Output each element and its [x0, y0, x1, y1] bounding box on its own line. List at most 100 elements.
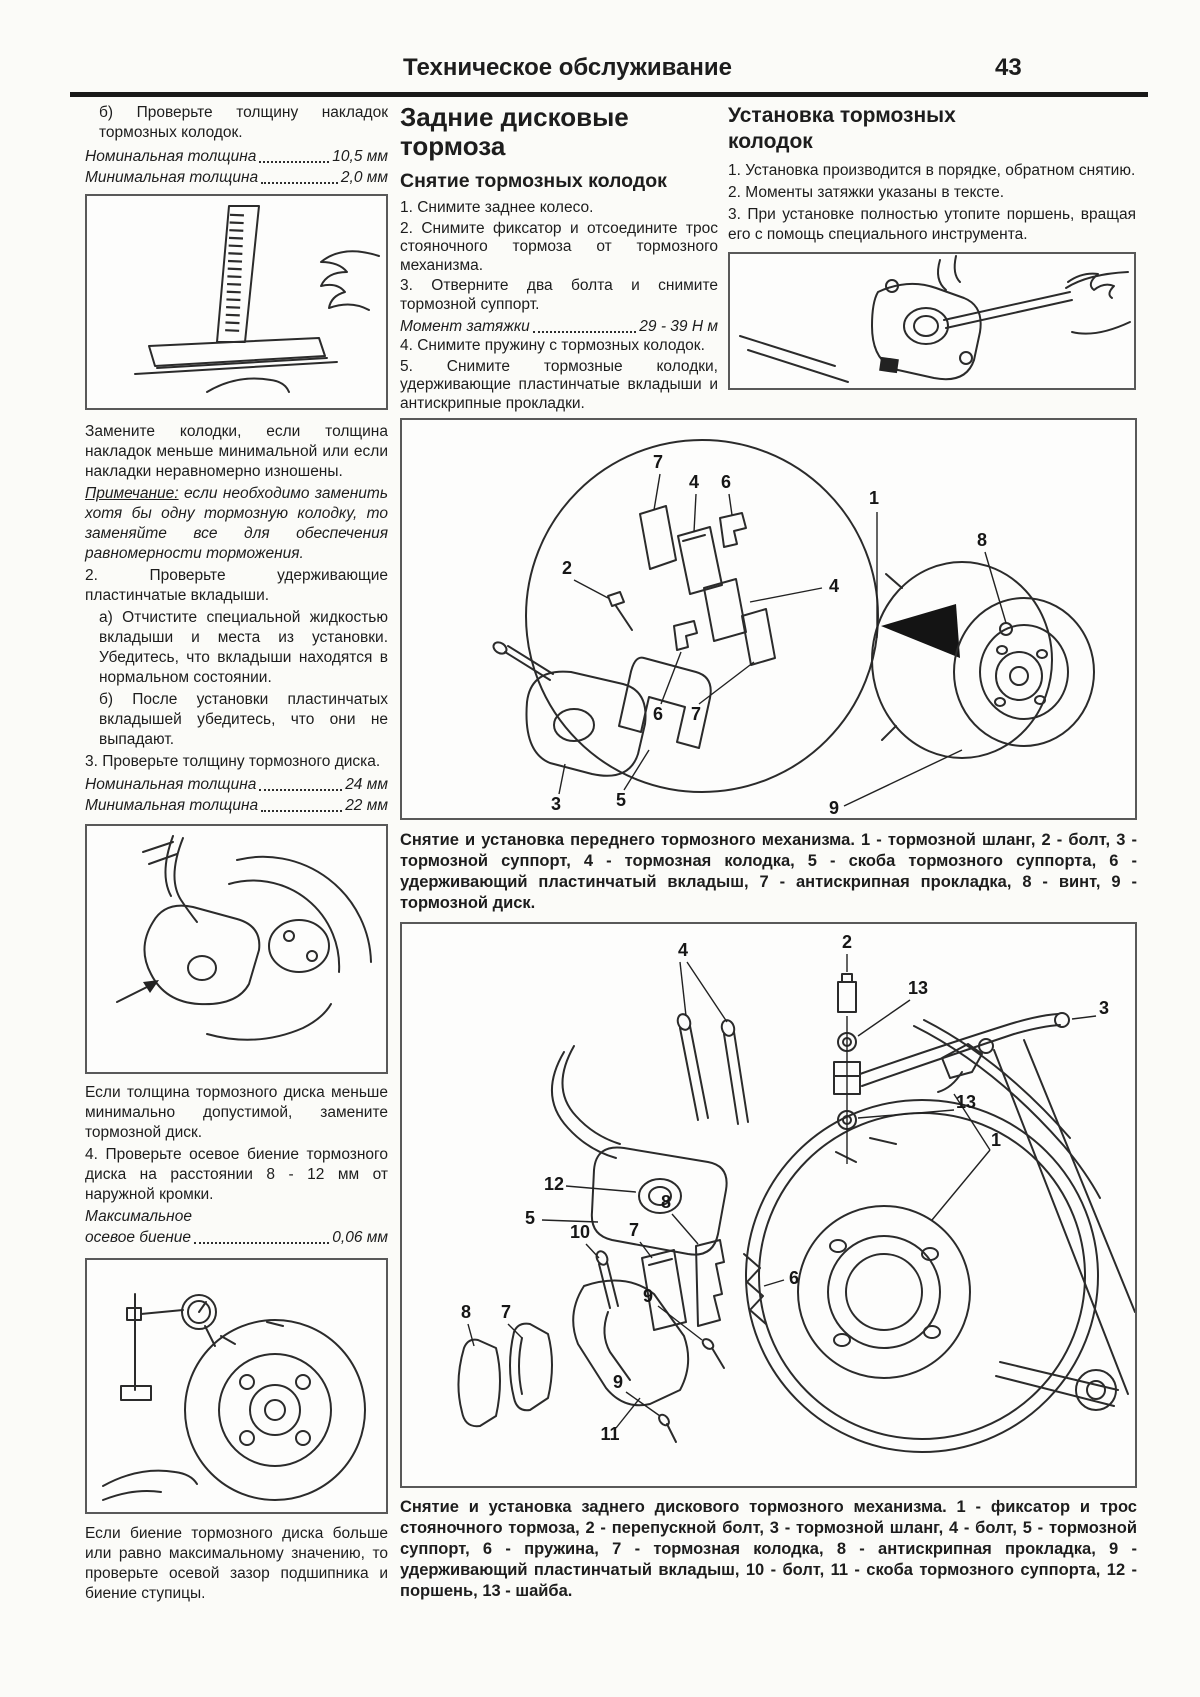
- part-label: 9: [643, 1286, 653, 1306]
- dot-leader: [259, 789, 343, 791]
- paragraph: Если биение тормозного диска больше или …: [85, 1525, 388, 1602]
- paragraph: Если толщина тормозного диска меньше мин…: [85, 1084, 388, 1141]
- spec-label: осевое биение: [85, 1229, 192, 1246]
- right-column: Установка тормозных колодок 1. Установка…: [728, 103, 1136, 390]
- part-label: 7: [691, 704, 701, 724]
- figure-pad-thickness: [85, 194, 388, 410]
- pad-thickness-illustration: [134, 205, 380, 393]
- part-label: 4: [678, 940, 688, 960]
- spec-list: Номинальная толщина 24 мм Минимальная то…: [85, 774, 388, 816]
- page-number: 43: [995, 54, 1022, 81]
- header-rule: [70, 92, 1148, 97]
- figures-section: 7 4 6 2 4 6 7 3 5 1 8 9 Снятие и установ…: [400, 418, 1137, 1602]
- spec-label: Номинальная толщина: [85, 776, 257, 793]
- part-label: 2: [562, 558, 572, 578]
- part-label: 7: [653, 452, 663, 472]
- paragraph: Замените колодки, если толщина накладок …: [85, 423, 388, 480]
- figure-caption: Снятие и установка заднего дискового тор…: [400, 1498, 1137, 1600]
- paragraph: 4. Проверьте осевое биение тормозного ди…: [85, 1146, 388, 1203]
- part-label: 6: [789, 1268, 799, 1288]
- part-label: 4: [689, 472, 699, 492]
- middle-column: Задние дисковые тормоза Снятие тормозных…: [400, 103, 718, 415]
- spec-row: Номинальная толщина 10,5 мм: [85, 146, 388, 167]
- spec-row: Минимальная толщина 2,0 мм: [85, 167, 388, 188]
- dot-leader: [261, 182, 338, 184]
- part-label: 8: [661, 1192, 671, 1212]
- figure-disc-runout: [85, 1258, 388, 1514]
- part-label: 9: [613, 1372, 623, 1392]
- subsection-title: Установка тормозных колодок: [728, 104, 956, 153]
- part-label: 6: [721, 472, 731, 492]
- note-label: Примечание:: [85, 485, 179, 502]
- figure-caliper-hose: [85, 824, 388, 1074]
- part-label: 5: [525, 1208, 535, 1228]
- paragraph: 1. Установка производится в порядке, обр…: [728, 162, 1136, 179]
- spec-row: Момент затяжки 29 - 39 Н м: [400, 316, 718, 337]
- rear-brake-illustration: 4 2 13 3 13 12 5 10 7 8 6 8 7 9 9 11 1: [457, 932, 1136, 1453]
- part-label: 8: [461, 1302, 471, 1322]
- paragraph: б) После установки пластинчатых вкладыше…: [99, 691, 388, 748]
- part-label: 9: [829, 798, 839, 818]
- paragraph: а) Отчистите специальной жидкостью вклад…: [99, 609, 388, 686]
- part-label: 10: [570, 1222, 590, 1242]
- part-label: 4: [829, 576, 839, 596]
- front-brake-illustration: 7 4 6 2 4 6 7 3 5 1 8 9: [492, 439, 1095, 818]
- part-label: 13: [956, 1092, 976, 1112]
- paragraph: 5. Снимите тормозные колодки, удерживающ…: [400, 357, 718, 412]
- part-label: 1: [869, 488, 879, 508]
- caliper-hose-illustration: [116, 835, 372, 1041]
- part-label: 2: [842, 932, 852, 952]
- page-title: Техническое обслуживание: [402, 54, 732, 81]
- part-label: 6: [653, 704, 663, 724]
- dot-leader: [261, 810, 343, 812]
- part-label: 7: [501, 1302, 511, 1322]
- note-paragraph: Примечание: если необходимо заменить хот…: [85, 484, 388, 564]
- paragraph: 3. При установке полностью утопите порше…: [728, 206, 1136, 243]
- figure-piston-tool: [728, 252, 1136, 390]
- part-label: 5: [616, 790, 626, 810]
- dot-leader: [194, 1242, 330, 1244]
- subsection-title: Снятие тормозных колодок: [400, 170, 667, 192]
- paragraph: 2. Моменты затяжки указаны в тексте.: [728, 184, 1005, 201]
- paragraph: 1. Снимите заднее колесо.: [400, 199, 594, 216]
- part-label: 11: [600, 1424, 619, 1444]
- spec-list: Номинальная толщина 10,5 мм Минимальная …: [85, 146, 388, 188]
- spec-value: 10,5 мм: [332, 148, 388, 165]
- spec-value: 2,0 мм: [340, 169, 388, 186]
- paragraph: 2. Проверьте удерживающие пластинчатые в…: [85, 567, 388, 604]
- spec-row: осевое биение 0,06 мм: [85, 1227, 388, 1248]
- spec-value: 0,06 мм: [332, 1229, 388, 1246]
- spec-label: Номинальная толщина: [85, 148, 257, 165]
- left-column: б) Проверьте толщину накладок тормозных …: [85, 103, 388, 1606]
- piston-tool-illustration: [739, 255, 1131, 383]
- figure-front-brake: 7 4 6 2 4 6 7 3 5 1 8 9: [400, 418, 1137, 820]
- spec-label: Максимальное: [85, 1208, 192, 1225]
- spec-value: 29 - 39 Н м: [639, 318, 718, 335]
- part-label: 3: [551, 794, 561, 814]
- figure-caption: Снятие и установка переднего тормозного …: [400, 831, 1137, 912]
- paragraph: 4. Снимите пружину с тормозных колодок.: [400, 337, 705, 354]
- paragraph: 3. Отверните два болта и снимите тормозн…: [400, 277, 718, 313]
- figure-rear-brake: 4 2 13 3 13 12 5 10 7 8 6 8 7 9 9 11 1: [400, 922, 1137, 1488]
- section-title: Задние дисковые тормоза: [400, 102, 629, 161]
- spec-row: Минимальная толщина 22 мм: [85, 795, 388, 816]
- part-label: 8: [977, 530, 987, 550]
- paragraph: 2. Снимите фиксатор и отсоедините трос с…: [400, 219, 718, 274]
- part-label: 3: [1099, 998, 1109, 1018]
- note-body: если необходимо заменить хотя бы одну то…: [85, 485, 388, 562]
- part-label: 12: [544, 1174, 564, 1194]
- disc-runout-illustration: [102, 1293, 366, 1501]
- part-label: 7: [629, 1220, 639, 1240]
- part-label: 13: [908, 978, 928, 998]
- paragraph: 3. Проверьте толщину тормозного диска.: [85, 753, 381, 770]
- spec-label: Момент затяжки: [400, 318, 530, 335]
- dot-leader: [532, 331, 637, 333]
- part-label: 1: [991, 1130, 1001, 1150]
- spec-row: Номинальная толщина 24 мм: [85, 774, 388, 795]
- paragraph: б) Проверьте толщину накладок тормозных …: [99, 104, 388, 141]
- spec-value: 22 мм: [345, 797, 388, 814]
- spec-value: 24 мм: [345, 776, 388, 793]
- spec-label: Минимальная толщина: [85, 797, 259, 814]
- spec-label: Минимальная толщина: [85, 169, 259, 186]
